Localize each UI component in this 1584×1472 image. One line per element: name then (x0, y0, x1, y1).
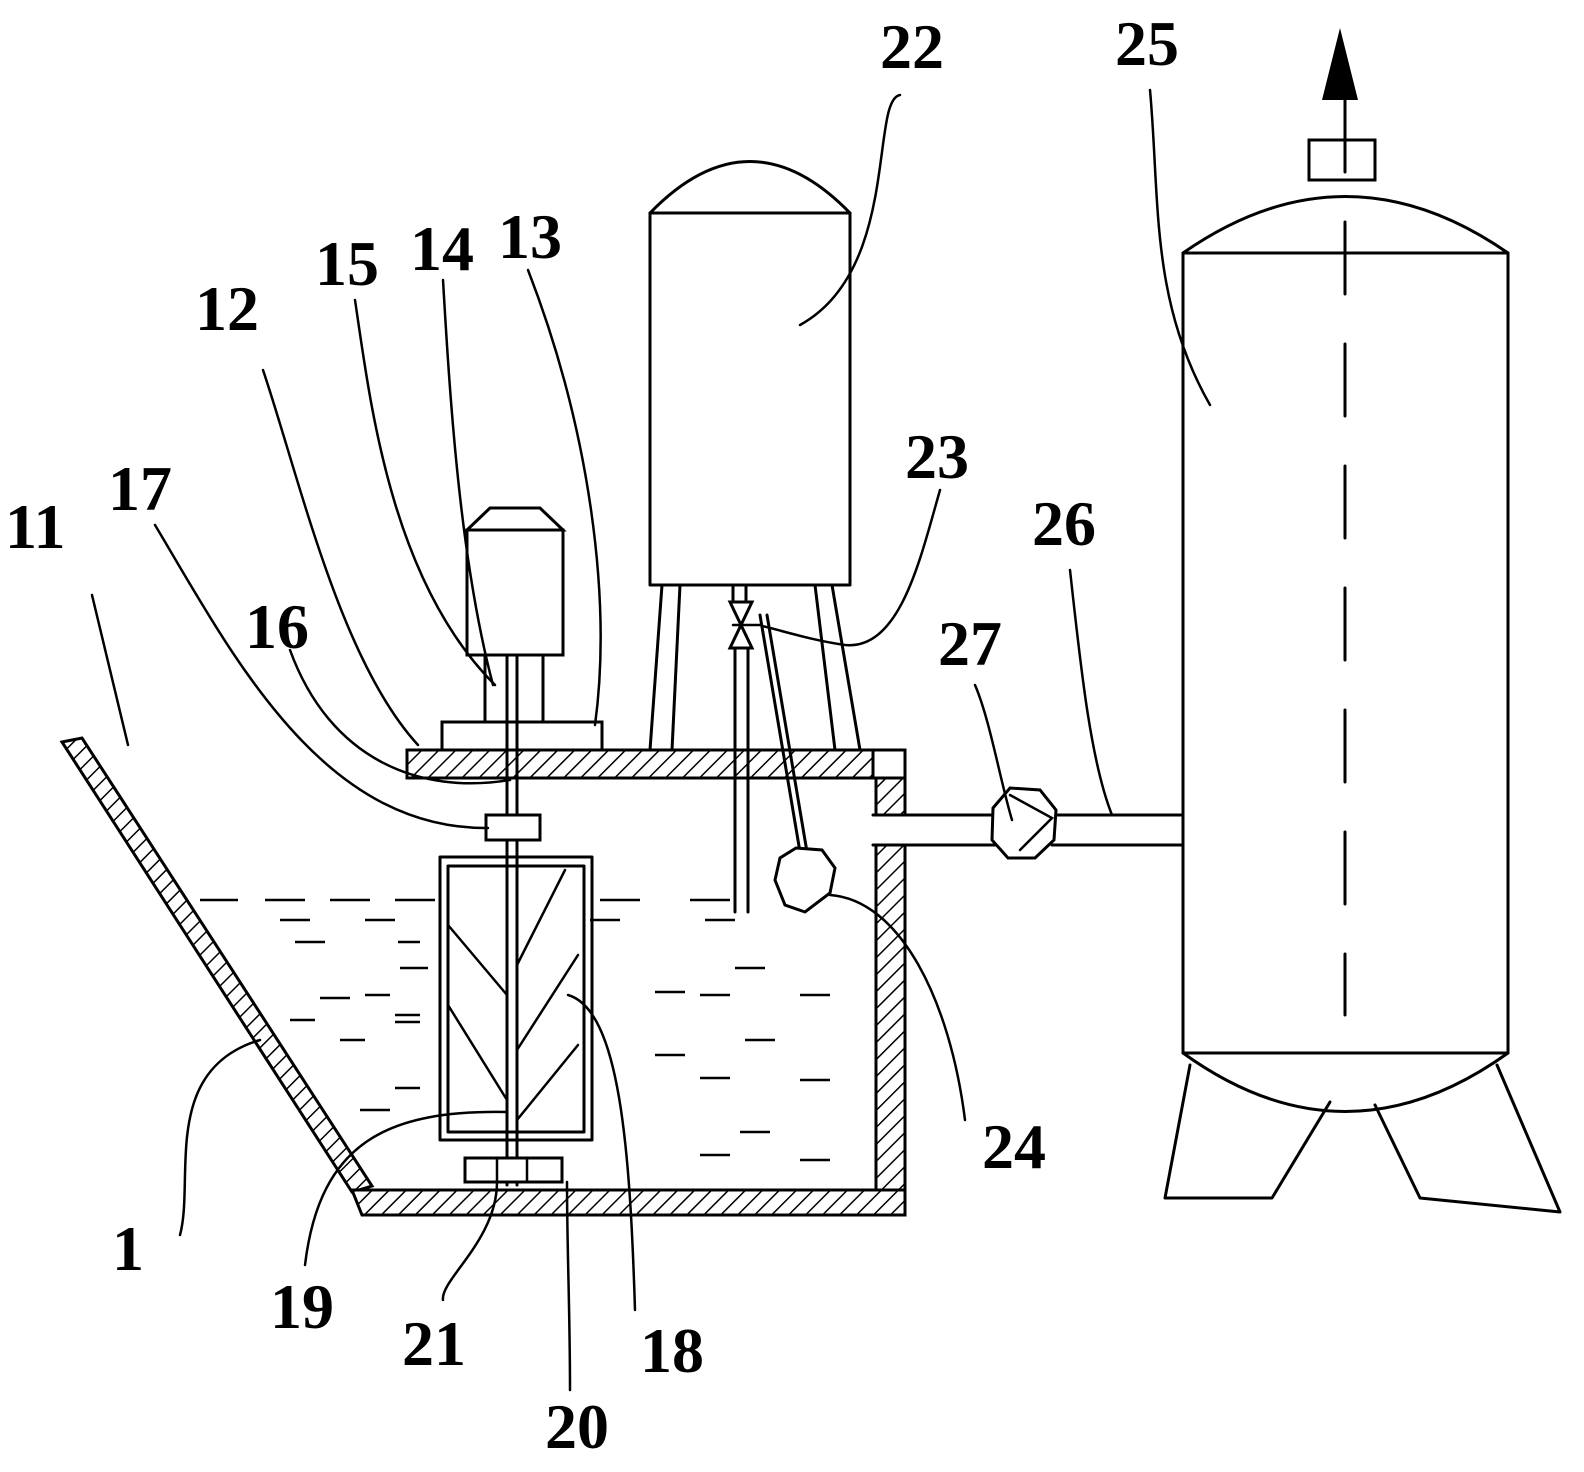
outlet-pipe (871, 786, 1185, 860)
label-23: 23 (905, 421, 969, 492)
label-22: 22 (880, 11, 944, 82)
filter-cage (438, 855, 594, 1184)
liquid-level-dashes (200, 898, 830, 1162)
leader-lines (90, 88, 1212, 1392)
label-25: 25 (1115, 8, 1179, 79)
label-24: 24 (982, 1111, 1046, 1182)
tank-body (59, 736, 907, 1217)
float-rod (758, 613, 802, 854)
label-18: 18 (640, 1315, 704, 1386)
label-27: 27 (938, 608, 1002, 679)
tower-leg-right (1373, 1063, 1562, 1214)
motor-cap (463, 506, 567, 532)
label-19: 19 (270, 1271, 334, 1342)
tower-25 (1163, 28, 1562, 1214)
tower-leg-left (1163, 1063, 1332, 1200)
top-nozzle (1307, 138, 1377, 182)
sloped-wall (59, 736, 375, 1194)
label-1: 1 (112, 1213, 144, 1284)
cover-plate (405, 748, 875, 780)
label-15: 15 (315, 228, 379, 299)
tank-right-wall-upper (874, 776, 907, 817)
outlet-arrow (1322, 28, 1358, 100)
label-12: 12 (195, 273, 259, 344)
label-26: 26 (1032, 488, 1096, 559)
float-ball (773, 846, 837, 914)
tank-right-wall-lower (874, 843, 907, 1192)
label-13: 13 (498, 201, 562, 272)
motor-stand (483, 653, 545, 724)
label-21: 21 (402, 1308, 466, 1379)
labels: 1 11 12 13 14 15 16 17 18 19 20 21 22 23… (5, 8, 1179, 1462)
bottom-bearing (463, 1156, 564, 1184)
tank-bottom-wall (349, 1188, 907, 1217)
motor-housing (465, 528, 565, 657)
label-14: 14 (410, 213, 474, 284)
motor-base-plate (440, 720, 604, 752)
label-11: 11 (5, 491, 65, 562)
label-20: 20 (545, 1391, 609, 1462)
coupling (484, 813, 542, 842)
motor-assembly (440, 506, 604, 1187)
valve-23 (727, 600, 755, 629)
label-17: 17 (108, 453, 172, 524)
label-16: 16 (245, 591, 309, 662)
cover-corner-block (871, 748, 907, 780)
elevated-tank (648, 160, 862, 914)
